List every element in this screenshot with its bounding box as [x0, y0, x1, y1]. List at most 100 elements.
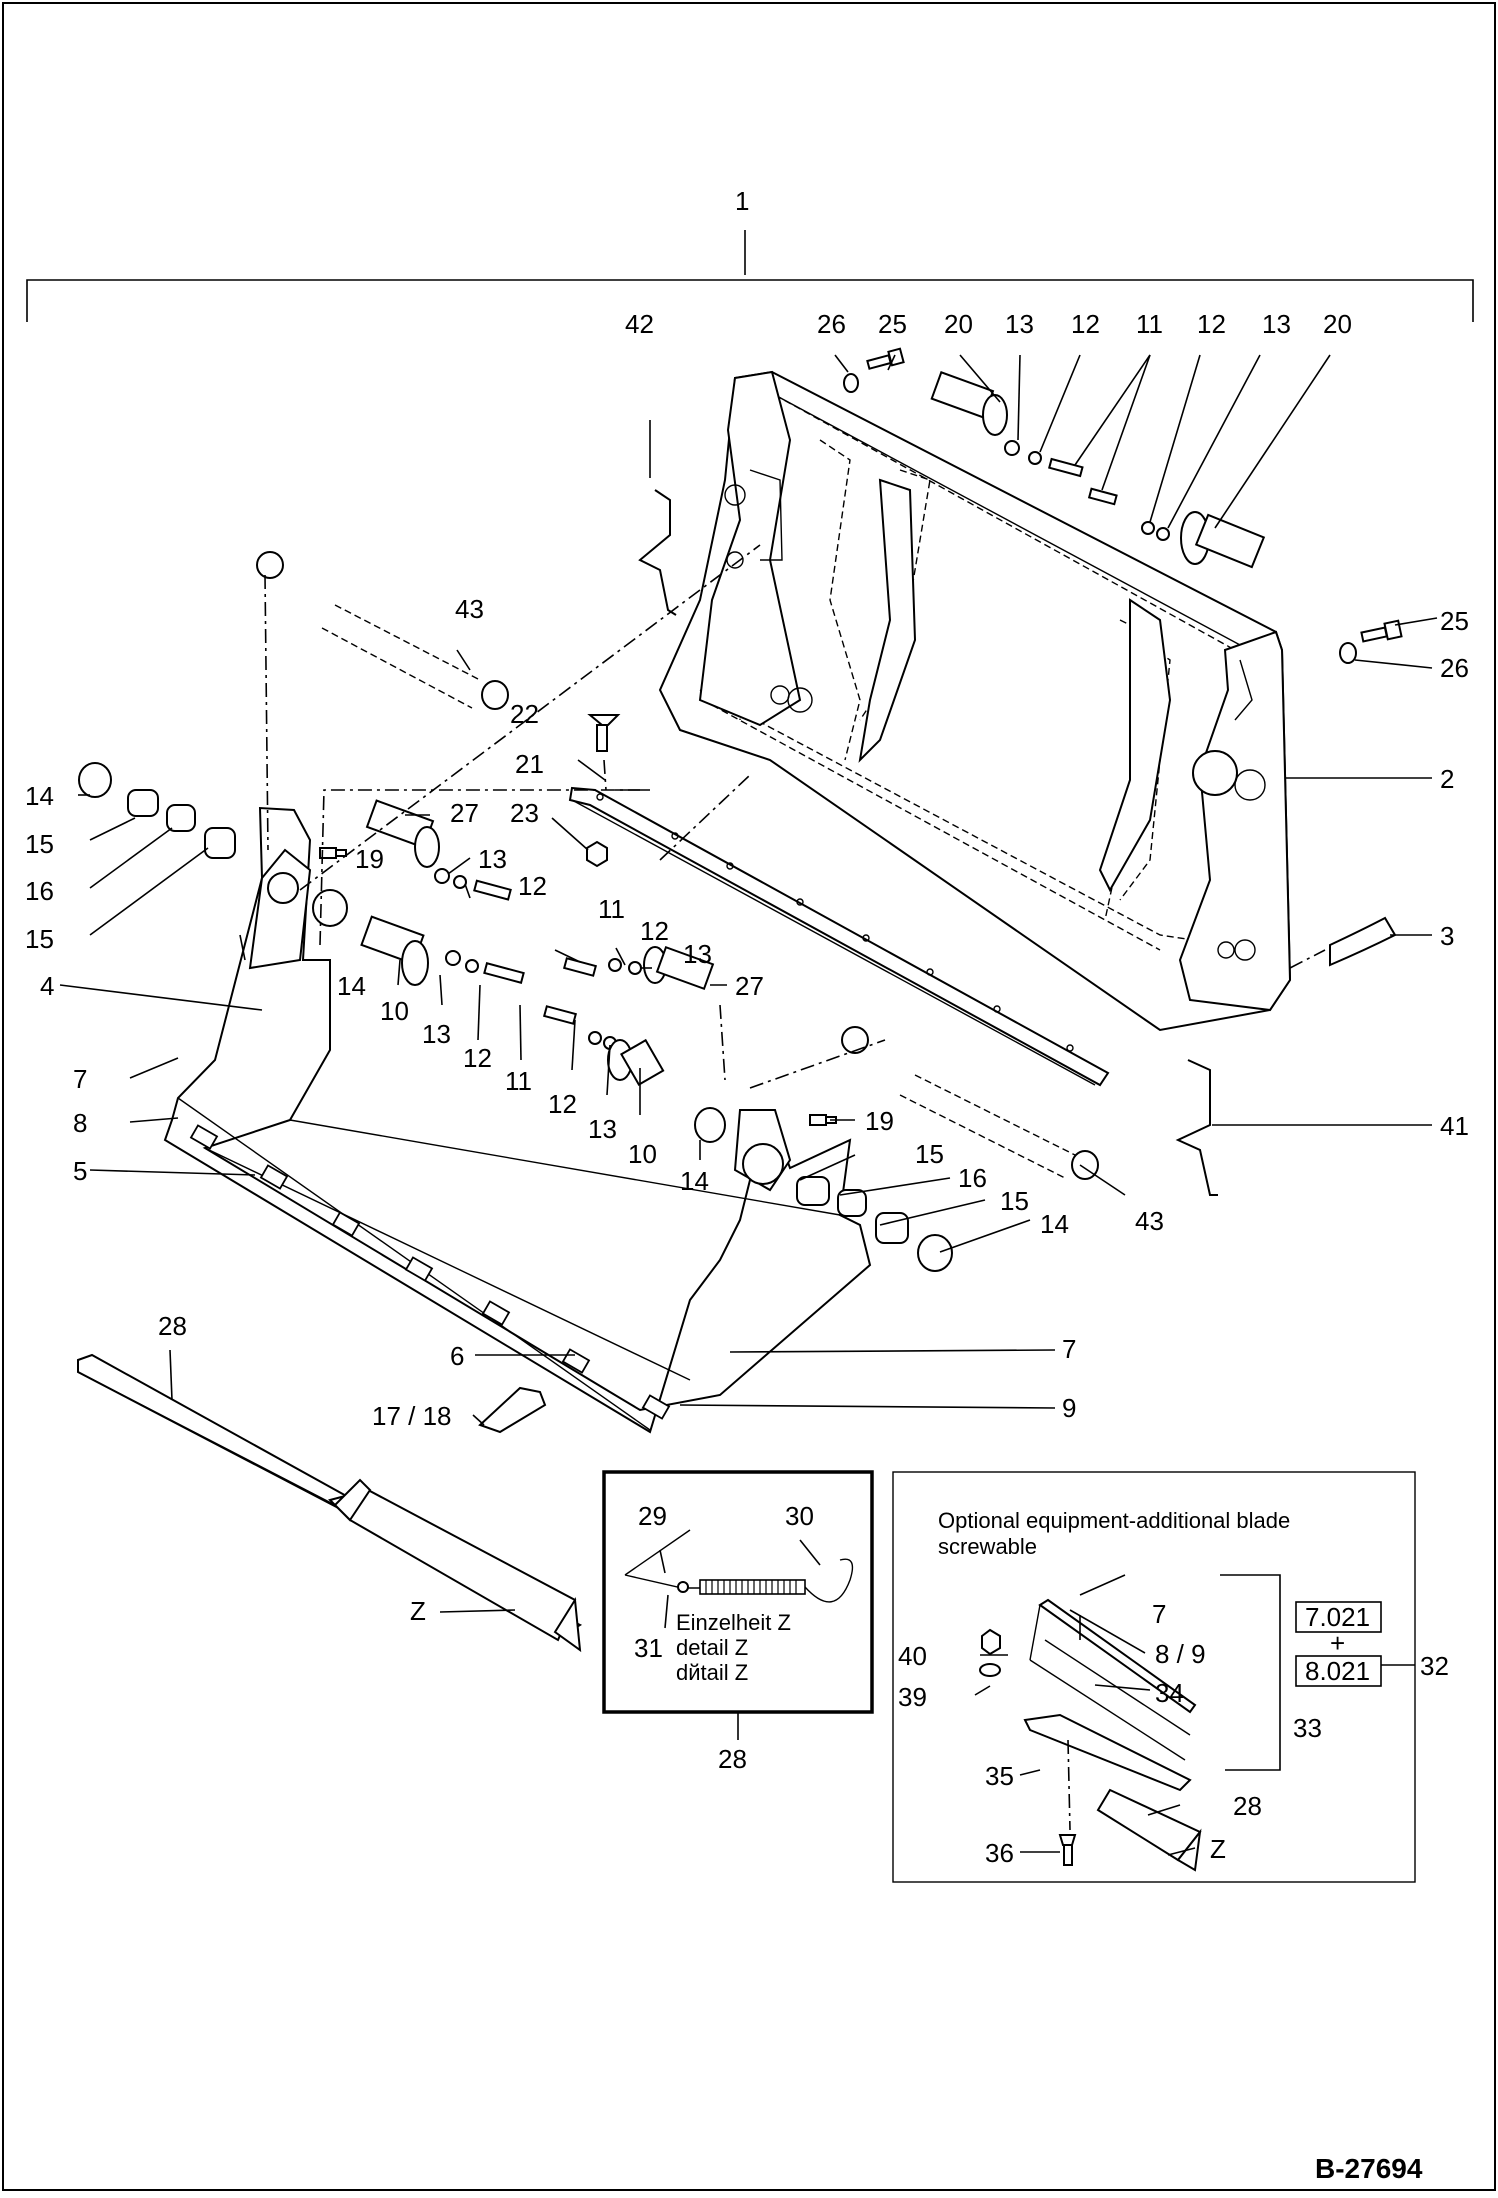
callout-5: 5 — [73, 1156, 87, 1186]
callout-27: 27 — [735, 971, 764, 1001]
pin-20-left — [930, 371, 1008, 436]
callout-20: 20 — [1323, 309, 1352, 339]
callout-28: 28 — [158, 1311, 187, 1341]
pin-20-right — [1180, 511, 1266, 569]
detail-callout-30: 30 — [785, 1501, 814, 1531]
callout-13: 13 — [588, 1114, 617, 1144]
callout-15: 15 — [25, 924, 54, 954]
pin-43-left — [256, 551, 509, 710]
detail-callout-31: 31 — [634, 1633, 663, 1663]
callout-2: 2 — [1440, 764, 1454, 794]
bolt-25-right — [1360, 619, 1403, 643]
leader-lines — [59, 354, 1438, 1613]
bushings-left — [78, 762, 348, 927]
callout-14: 14 — [680, 1166, 709, 1196]
callout-10: 10 — [380, 996, 409, 1026]
callout-6: 6 — [450, 1341, 464, 1371]
detail-label-cs: dйtail Z — [676, 1660, 748, 1685]
detail-callout-28: 28 — [718, 1744, 747, 1774]
washer-26-top — [843, 373, 859, 393]
callout-42: 42 — [625, 309, 654, 339]
part-41 — [1175, 1059, 1218, 1196]
callout-26: 26 — [817, 309, 846, 339]
callout-z: Z — [410, 1596, 426, 1626]
grease-nipple-19-left — [319, 847, 347, 859]
detail-label-en: detail Z — [676, 1635, 748, 1660]
callout-41: 41 — [1440, 1111, 1469, 1141]
pin-27-right — [643, 945, 715, 991]
bolt-25-top — [866, 347, 905, 370]
callout-13: 13 — [478, 844, 507, 874]
pin-43-right — [841, 1026, 1099, 1180]
callout-16: 16 — [958, 1163, 987, 1193]
callout-15: 15 — [1000, 1186, 1029, 1216]
callout-1: 1 — [735, 186, 749, 216]
callout-25: 25 — [878, 309, 907, 339]
callout-19: 19 — [355, 844, 384, 874]
callout-11: 11 — [505, 1066, 532, 1096]
callout-12: 12 — [1071, 309, 1100, 339]
optional-callout-34: 34 — [1155, 1678, 1184, 1708]
callout-12: 12 — [640, 916, 669, 946]
callout-7: 7 — [1062, 1334, 1076, 1364]
callout-16: 16 — [25, 876, 54, 906]
callout-13: 13 — [683, 939, 712, 969]
callout-12: 12 — [463, 1043, 492, 1073]
optional-callout-28: 28 — [1233, 1791, 1262, 1821]
bolt-22 — [587, 714, 621, 752]
callout-20: 20 — [944, 309, 973, 339]
nut-23 — [586, 840, 608, 868]
drawing-number: B-27694 — [1315, 2153, 1423, 2184]
callout-43: 43 — [1135, 1206, 1164, 1236]
callout-23: 23 — [510, 798, 539, 828]
callout-12: 12 — [518, 871, 547, 901]
bucket — [163, 806, 872, 1434]
optional-title-line2: screwable — [938, 1534, 1037, 1559]
pin-10-left — [360, 915, 429, 986]
callout-9: 9 — [1062, 1393, 1076, 1423]
callout-3: 3 — [1440, 921, 1454, 951]
optional-callout-8-9: 8 / 9 — [1155, 1639, 1206, 1669]
optional-equipment-box — [892, 1471, 1416, 1883]
callout-17-18: 17 / 18 — [372, 1401, 452, 1431]
callout-8: 8 — [73, 1108, 87, 1138]
assembly-bracket — [26, 230, 1474, 322]
reference-plus: + — [1330, 1628, 1345, 1658]
callout-13: 13 — [422, 1019, 451, 1049]
reference-8-021: 8.021 — [1305, 1656, 1370, 1686]
callout-12: 12 — [548, 1089, 577, 1119]
detail-label-de: Einzelheit Z — [676, 1610, 791, 1635]
callout-21: 21 — [515, 749, 544, 779]
pin-27-left — [365, 799, 440, 868]
callout-7: 7 — [73, 1064, 87, 1094]
pin-10-right — [607, 1038, 665, 1086]
optional-callout-33: 33 — [1293, 1713, 1322, 1743]
callout-22: 22 — [510, 699, 539, 729]
callout-11: 11 — [598, 894, 625, 924]
callout-19: 19 — [865, 1106, 894, 1136]
optional-callout-32: 32 — [1420, 1651, 1449, 1681]
optional-title-line1: Optional equipment-additional blade — [938, 1508, 1290, 1533]
optional-callout-35: 35 — [985, 1761, 1014, 1791]
detail-z-box — [602, 1470, 874, 1740]
callout-10: 10 — [628, 1139, 657, 1169]
optional-callout-36: 36 — [985, 1838, 1014, 1868]
part-3 — [1329, 916, 1397, 967]
quick-coupler-frame — [658, 370, 1292, 1032]
callout-13: 13 — [1005, 309, 1034, 339]
callout-15: 15 — [25, 829, 54, 859]
tooth-17-18 — [478, 1386, 547, 1434]
callout-14: 14 — [1040, 1209, 1069, 1239]
callout-27: 27 — [450, 798, 479, 828]
callout-14: 14 — [25, 781, 54, 811]
reference-7-021: 7.021 — [1305, 1602, 1370, 1632]
centerlines — [264, 544, 1326, 1089]
washer-14-mid — [694, 1107, 726, 1143]
callout-11: 11 — [1136, 309, 1163, 339]
callout-25: 25 — [1440, 606, 1469, 636]
blade-cover-28 — [77, 1353, 583, 1653]
callout-15: 15 — [915, 1139, 944, 1169]
part-42 — [638, 489, 677, 616]
